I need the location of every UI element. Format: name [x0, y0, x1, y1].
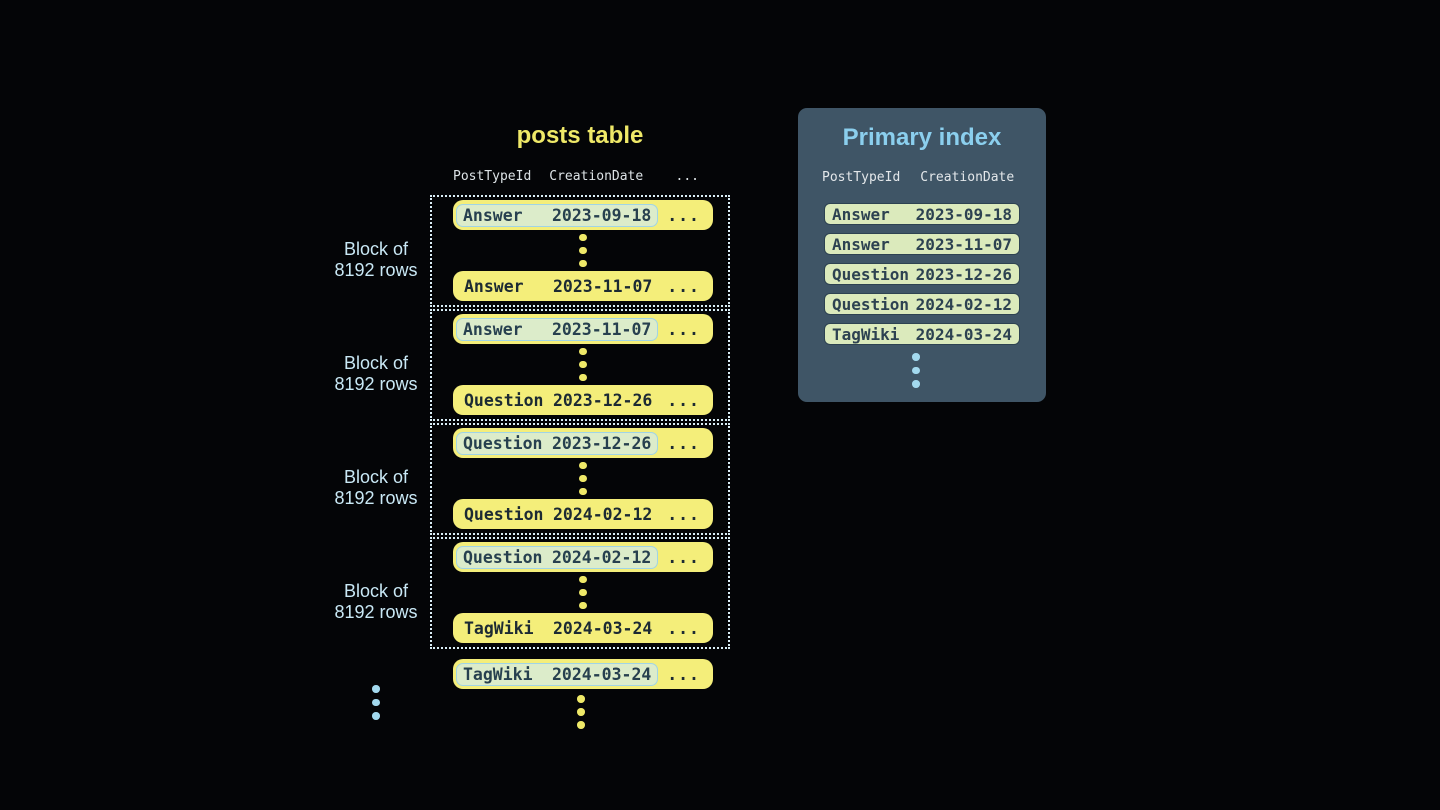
indexed-columns-highlight: TagWiki 2024-03-24 [456, 662, 659, 686]
ellipsis-icon: ... [667, 433, 700, 453]
column-header-posttypeid: PostTypeId [822, 169, 901, 185]
table-row: Question 2023-12-26 ... [453, 385, 713, 415]
posts-table-title: posts table [516, 122, 644, 149]
row-block-4: Question 2024-02-12 ... TagWiki 2024-03-… [430, 537, 730, 649]
ellipsis-icon: ... [667, 205, 700, 225]
primary-index-panel: Primary index PostTypeId CreationDate An… [798, 108, 1046, 402]
ellipsis-icon: ... [667, 504, 700, 524]
primary-index-title: Primary index [842, 124, 1002, 151]
table-row: Question 2023-12-26 ... [453, 428, 713, 458]
column-header-posttypeid: PostTypeId [453, 168, 532, 184]
index-row: Question 2024-02-12 [824, 293, 1020, 315]
table-row: Answer 2023-09-18 ... [453, 200, 713, 230]
more-index-rows-ellipsis-icon [912, 353, 920, 388]
more-blocks-ellipsis-icon [372, 685, 380, 720]
ellipsis-icon: ... [667, 618, 700, 638]
table-row: TagWiki 2024-03-24 ... [453, 613, 713, 643]
vertical-ellipsis-icon [579, 347, 587, 382]
block-label-2: Block of 8192 rows [334, 353, 418, 394]
row-block-1: Answer 2023-09-18 ... Answer 2023-11-07 … [430, 195, 730, 307]
ellipsis-icon: ... [667, 664, 700, 684]
index-row: Answer 2023-11-07 [824, 233, 1020, 255]
indexed-columns-highlight: Answer 2023-11-07 [456, 317, 659, 341]
block-label-3: Block of 8192 rows [334, 467, 418, 508]
block-label-1: Block of 8192 rows [334, 239, 418, 280]
indexed-columns-highlight: Question 2024-02-12 [456, 545, 659, 569]
posts-table-column-headers: PostTypeId CreationDate ... [430, 167, 730, 185]
primary-index-rows: Answer 2023-09-18 Answer 2023-11-07 Ques… [824, 203, 1020, 345]
ellipsis-icon: ... [667, 276, 700, 296]
column-header-ellipsis: ... [675, 168, 699, 184]
table-row: Answer 2023-11-07 ... [453, 271, 713, 301]
column-header-creationdate: CreationDate [920, 169, 1015, 185]
table-row: Answer 2023-11-07 ... [453, 314, 713, 344]
index-row: TagWiki 2024-03-24 [824, 323, 1020, 345]
row-block-2: Answer 2023-11-07 ... Question 2023-12-2… [430, 309, 730, 421]
indexed-columns-highlight: Question 2023-12-26 [456, 431, 659, 455]
row-block-3: Question 2023-12-26 ... Question 2024-02… [430, 423, 730, 535]
table-row: Question 2024-02-12 ... [453, 542, 713, 572]
ellipsis-icon: ... [667, 319, 700, 339]
vertical-ellipsis-icon [577, 695, 585, 729]
vertical-ellipsis-icon [579, 233, 587, 268]
indexed-columns-highlight: Answer 2023-09-18 [456, 203, 659, 227]
table-row-overflow: TagWiki 2024-03-24 ... [453, 659, 713, 689]
column-header-creationdate: CreationDate [549, 168, 644, 184]
block-label-4: Block of 8192 rows [334, 581, 418, 622]
index-row: Question 2023-12-26 [824, 263, 1020, 285]
table-row: Question 2024-02-12 ... [453, 499, 713, 529]
primary-index-column-headers: PostTypeId CreationDate [798, 168, 1046, 186]
index-row: Answer 2023-09-18 [824, 203, 1020, 225]
ellipsis-icon: ... [667, 390, 700, 410]
ellipsis-icon: ... [667, 547, 700, 567]
vertical-ellipsis-icon [579, 461, 587, 496]
vertical-ellipsis-icon [579, 575, 587, 610]
